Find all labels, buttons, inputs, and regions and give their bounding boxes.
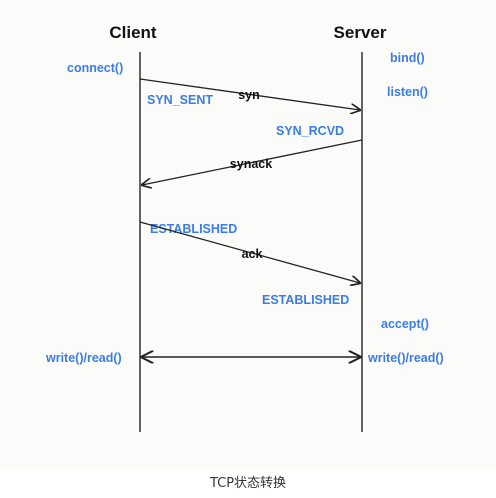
client-state-established: ESTABLISHED: [150, 222, 237, 236]
ack-arrow: [139, 221, 360, 283]
connect-call: connect(): [67, 61, 123, 75]
server-state-syn-rcvd: SYN_RCVD: [276, 124, 344, 138]
synack-arrow: [142, 139, 363, 185]
listen-call: listen(): [387, 85, 428, 99]
server-header: Server: [334, 23, 387, 42]
syn-arrow: [139, 78, 360, 110]
syn-label: syn: [238, 88, 260, 102]
ack-label: ack: [242, 247, 263, 261]
accept-call: accept(): [381, 317, 429, 331]
synack-label: synack: [230, 157, 272, 171]
client-header: Client: [109, 23, 157, 42]
server-write-read: write()/read(): [367, 351, 444, 365]
bind-call: bind(): [390, 51, 425, 65]
client-write-read: write()/read(): [45, 351, 122, 365]
figure-caption: TCP状态转换: [209, 476, 287, 491]
client-state-syn-sent: SYN_SENT: [147, 93, 213, 107]
server-state-established: ESTABLISHED: [262, 293, 349, 307]
sequence-diagram: Client Server connect() SYN_SENT ESTABLI…: [45, 23, 444, 432]
diagram-frame: Client Server connect() SYN_SENT ESTABLI…: [45, 23, 444, 432]
